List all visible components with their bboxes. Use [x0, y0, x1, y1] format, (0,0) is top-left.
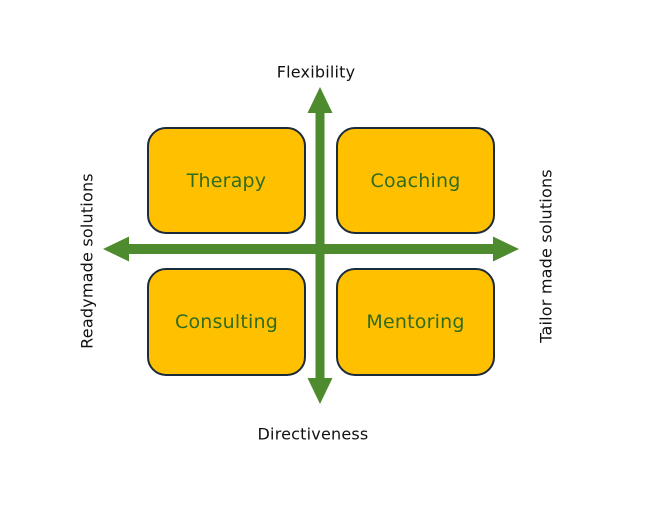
quadrant-box-therapy: Therapy	[147, 127, 306, 234]
axis-label-flexibility: Flexibility	[276, 62, 356, 82]
axis-label-directiveness: Directiveness	[257, 424, 369, 444]
axis-label-tailor-made-solutions: Tailor made solutions	[536, 169, 556, 343]
quadrant-label-consulting: Consulting	[175, 311, 278, 333]
down-arrowhead-icon	[307, 378, 333, 404]
left-arrowhead-icon	[103, 236, 129, 262]
horizontal-axis-shaft	[126, 244, 496, 254]
quadrant-label-mentoring: Mentoring	[366, 311, 465, 333]
quadrant-box-coaching: Coaching	[336, 127, 495, 234]
right-arrowhead-icon	[493, 236, 519, 262]
quadrant-box-consulting: Consulting	[147, 268, 306, 376]
quadrant-label-therapy: Therapy	[186, 169, 267, 192]
up-arrowhead-icon	[307, 87, 333, 113]
axis-label-readymade-solutions: Readymade solutions	[77, 173, 97, 349]
quadrant-label-coaching: Coaching	[370, 169, 461, 192]
quadrant-box-mentoring: Mentoring	[336, 268, 495, 376]
